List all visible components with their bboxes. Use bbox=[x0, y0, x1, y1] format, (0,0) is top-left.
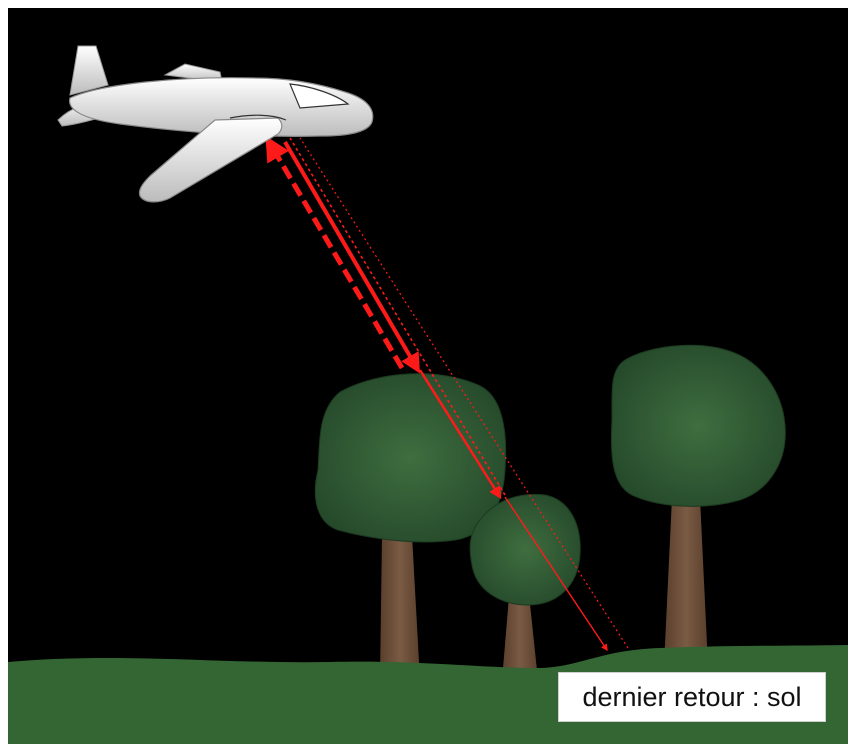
tree-right-foliage bbox=[611, 345, 785, 506]
tree-left-foliage bbox=[315, 374, 505, 542]
caption-box: dernier retour : sol bbox=[558, 672, 826, 722]
caption-label: dernier retour : sol bbox=[582, 682, 801, 713]
